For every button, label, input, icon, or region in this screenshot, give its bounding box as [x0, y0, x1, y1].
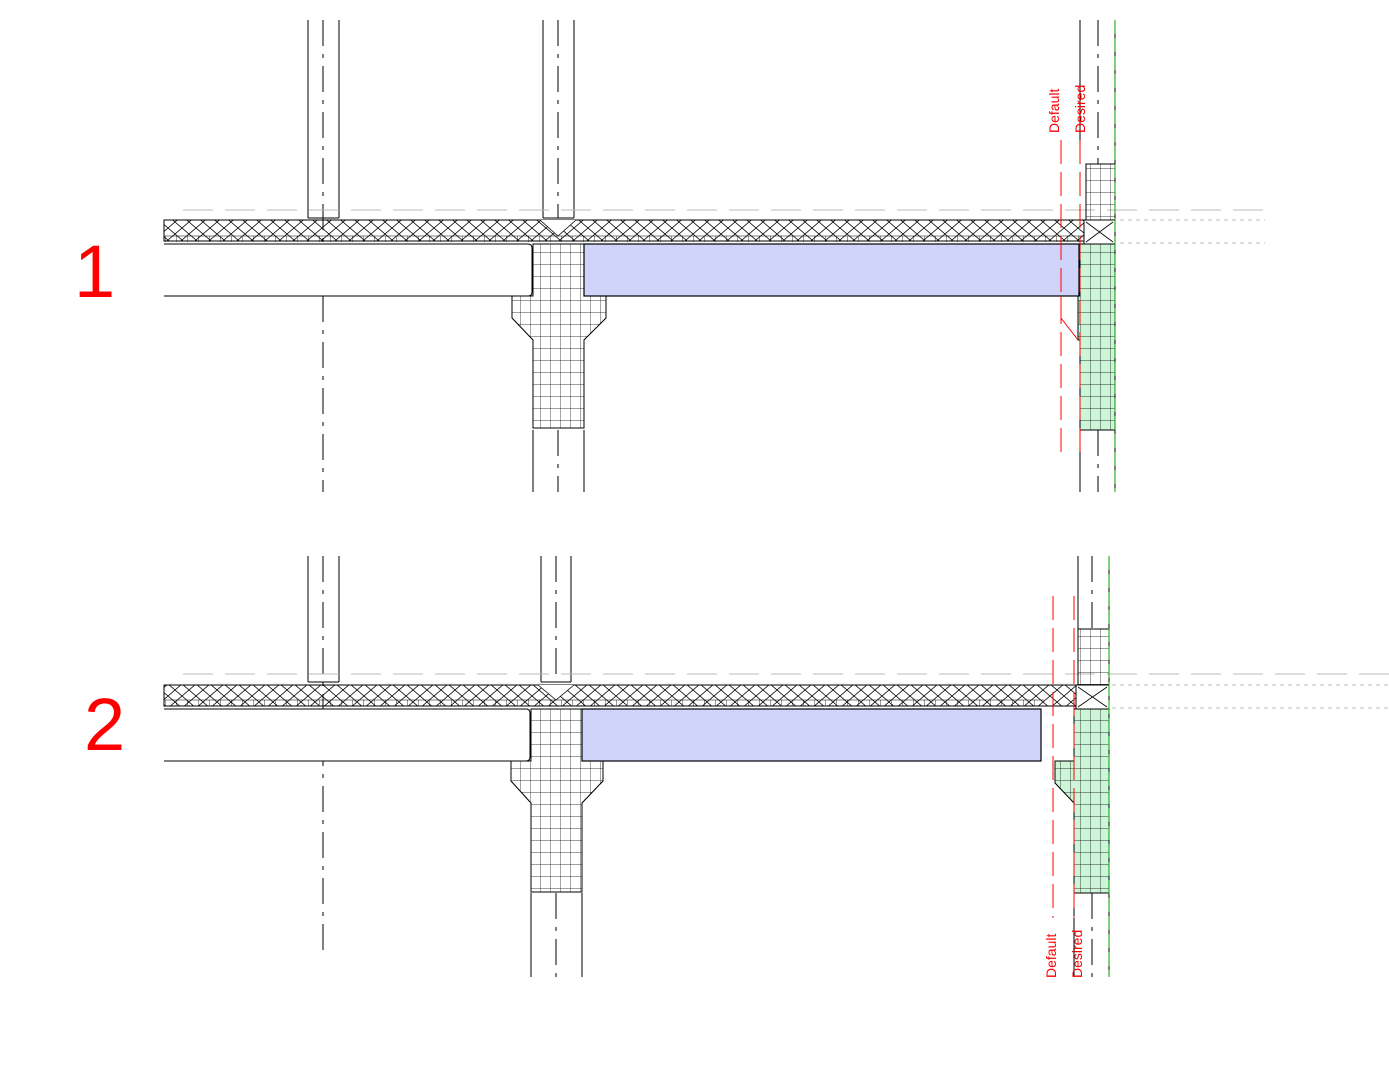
beam-left-2 — [164, 708, 531, 762]
beam-left — [164, 243, 533, 297]
column-right — [1077, 20, 1116, 492]
default-label-2: Default — [1043, 934, 1059, 978]
default-label-1: Default — [1046, 89, 1062, 133]
guide-lines-2 — [1052, 596, 1075, 918]
desired-label-1: Desired — [1072, 85, 1088, 133]
column-2 — [532, 20, 585, 492]
column-right-2 — [1054, 556, 1110, 977]
beam-blue — [583, 243, 1080, 297]
detail-number-1: 1 — [74, 230, 115, 313]
detail-1: 1 — [74, 20, 1265, 492]
slab-2 — [163, 684, 1077, 707]
column-2-b — [530, 556, 583, 977]
reference-lines — [183, 209, 1265, 244]
reference-lines-2 — [183, 673, 1389, 709]
slab — [163, 219, 1085, 242]
guide-lines — [1060, 140, 1081, 460]
desired-label-2: Desired — [1069, 930, 1085, 978]
detail-2: 2 — [84, 556, 1389, 978]
beam-blue-2 — [581, 708, 1042, 762]
detail-number-2: 2 — [84, 683, 125, 766]
